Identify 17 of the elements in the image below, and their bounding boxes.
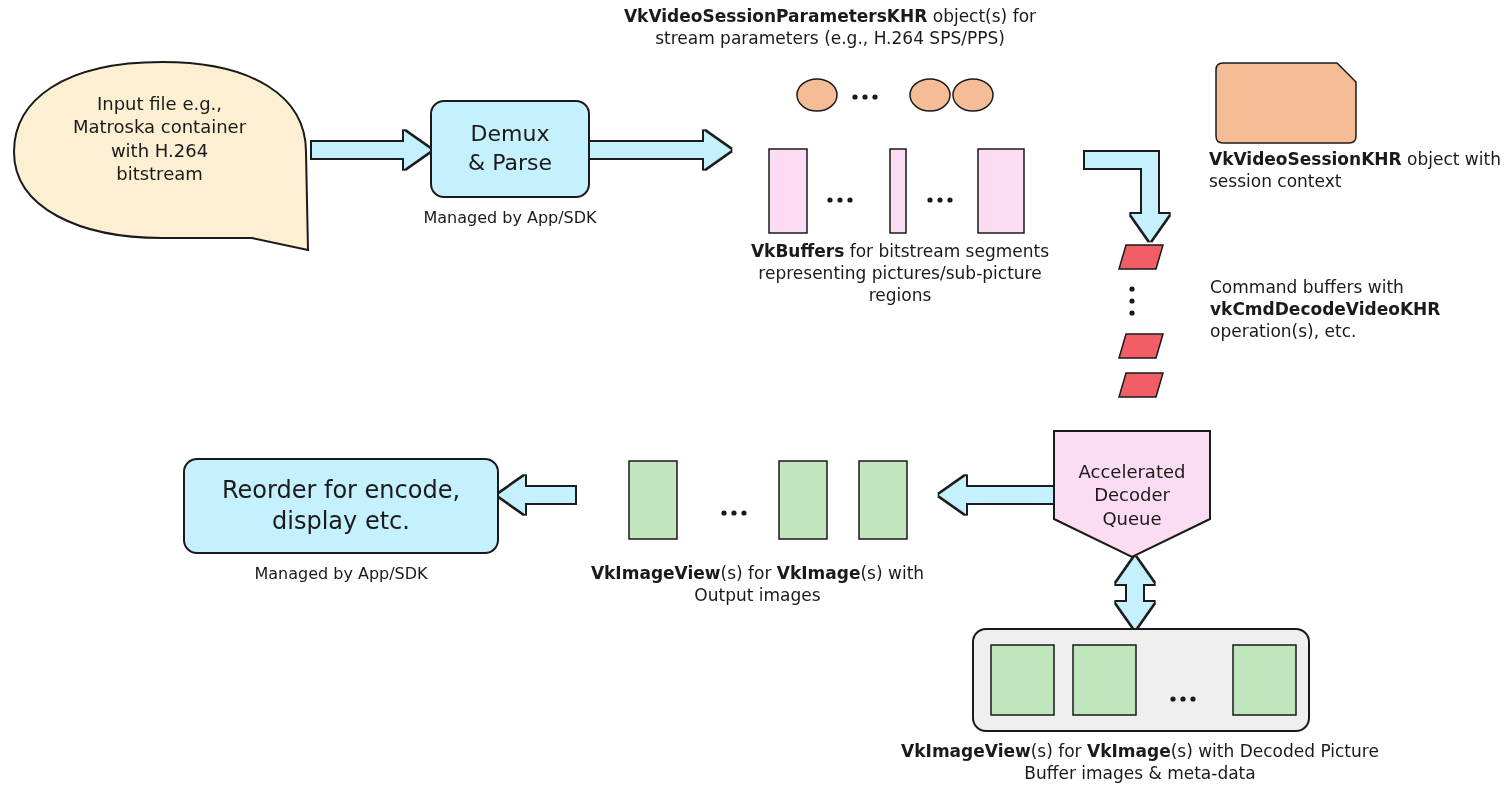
block-arrow [498,476,575,514]
caption-text: Accelerated Decoder Queue [1077,460,1187,531]
caption-text: Managed by App/SDK [422,208,598,229]
block-arrow [1116,557,1154,629]
block-arrow [312,131,431,169]
caption-text: VkVideoSessionParametersKHR object(s) for stream parameters (e.g., H.264 SPS/PPS) [622,5,1038,50]
caption-text: VkBuffers for bitstream segments representing pictures/sub-picture regions [749,240,1051,307]
caption-text: VkImageView(s) for VkImage(s) with Output images [589,562,926,607]
caption-text: VkVideoSessionKHR object with session context [1209,148,1502,193]
block-arrow [939,476,1053,514]
caption-text: Command buffers with vkCmdDecodeVideoKHR operation(s), etc. [1210,276,1442,343]
process-box: Demux & Parse [430,100,590,198]
caption-text: Input file e.g., Matroska container with H.264 bitstream [71,92,248,186]
process-box: Reorder for encode, display etc. [183,458,499,554]
caption-text: VkImageView(s) for VkImage(s) with Decoded Picture Buffer images & meta-data [900,740,1380,785]
block-arrow [590,131,731,169]
caption-text: Managed by App/SDK [253,564,429,585]
